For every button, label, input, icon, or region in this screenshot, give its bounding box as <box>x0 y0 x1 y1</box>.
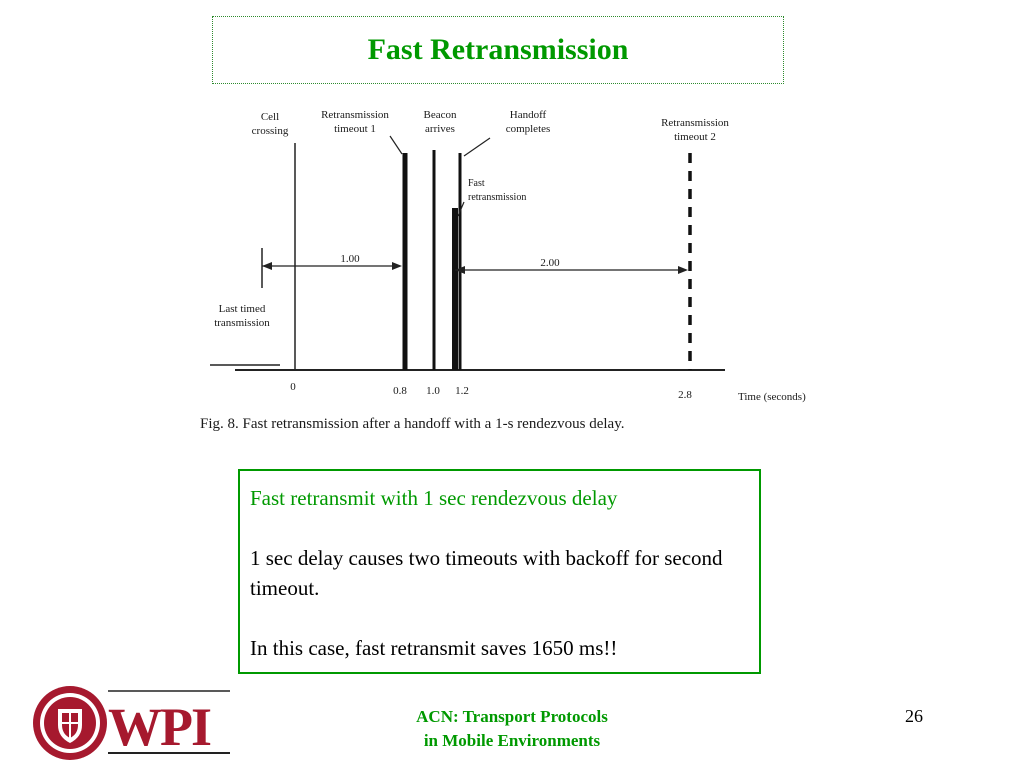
label-interval-2: 2.00 <box>540 257 560 269</box>
wpi-logo: WPI <box>33 686 230 760</box>
label-beacon: Beacon <box>424 109 457 121</box>
timeout1-pointer <box>389 135 403 155</box>
handoff-pointer <box>463 137 491 157</box>
label-last-timed-2: transmission <box>214 317 270 329</box>
label-beacon-2: arrives <box>425 123 455 135</box>
fast-retx-pointer <box>457 201 465 217</box>
label-interval-1: 1.00 <box>340 253 360 265</box>
label-timeout2-2: timeout 2 <box>674 131 716 143</box>
title-box: Fast Retransmission <box>212 16 784 84</box>
label-fast-retx: Fast <box>468 178 485 189</box>
interval1-arrowhead-left <box>262 262 272 270</box>
tick-0-8: 0.8 <box>393 385 407 397</box>
label-last-timed: Last timed <box>219 303 266 315</box>
label-cell-crossing: Cell <box>261 111 279 123</box>
page-number: 26 <box>905 706 923 726</box>
label-cell-crossing-2: crossing <box>252 125 289 137</box>
note-heading: Fast retransmit with 1 sec rendezvous de… <box>250 486 618 510</box>
figure-caption: Fig. 8. Fast retransmission after a hand… <box>200 416 624 432</box>
logo-wordmark: WPI <box>108 697 211 757</box>
footer-title: ACN: Transport Protocols in Mobile Envir… <box>380 705 644 753</box>
note-delay-explanation: 1 sec delay causes two timeouts with bac… <box>250 546 723 600</box>
tick-2-8: 2.8 <box>678 389 692 401</box>
interval2-arrowhead-right <box>678 266 688 274</box>
footer-line-2: in Mobile Environments <box>423 731 601 750</box>
interval1-arrowhead-right <box>392 262 402 270</box>
slide-title: Fast Retransmission <box>367 33 629 66</box>
note-box: Fast retransmit with 1 sec rendezvous de… <box>238 469 761 674</box>
footer-line-1: ACN: Transport Protocols <box>416 707 608 726</box>
note-savings: In this case, fast retransmit saves 1650… <box>250 636 618 660</box>
label-handoff: Handoff <box>510 109 547 121</box>
label-timeout1-2: timeout 1 <box>334 123 376 135</box>
tick-1-0: 1.0 <box>426 385 440 397</box>
axis-label: Time (seconds) <box>738 391 806 403</box>
tick-1-2: 1.2 <box>455 385 469 397</box>
interval2-arrowhead-left <box>455 266 465 274</box>
tick-0: 0 <box>290 381 296 393</box>
label-timeout1: Retransmission <box>321 109 389 121</box>
label-timeout2: Retransmission <box>661 117 729 129</box>
label-handoff-2: completes <box>506 123 551 135</box>
label-fast-retx-2: retransmission <box>468 192 526 203</box>
handoff-timeline-figure: Cell crossing Retransmission timeout 1 B… <box>200 109 806 432</box>
